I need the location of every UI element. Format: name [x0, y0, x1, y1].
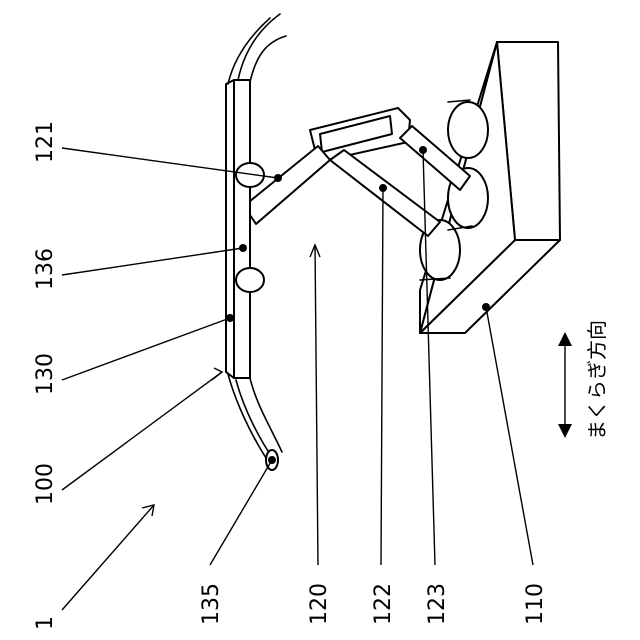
label-1: 1: [33, 616, 58, 630]
rail-130: [226, 14, 286, 470]
label-110: 110: [523, 583, 548, 625]
label-121: 121: [33, 121, 58, 163]
label-100: 100: [33, 463, 58, 505]
label-123: 123: [425, 583, 450, 625]
label-122: 122: [371, 583, 396, 625]
label-130: 130: [33, 353, 58, 395]
label-135: 135: [199, 583, 224, 625]
direction-arrow: [558, 332, 572, 438]
label-136: 136: [33, 248, 58, 290]
label-120: 120: [307, 583, 332, 625]
direction-label: まくらぎ方向: [585, 320, 609, 440]
frame-120: [244, 108, 470, 236]
base-block-110: [420, 42, 560, 333]
